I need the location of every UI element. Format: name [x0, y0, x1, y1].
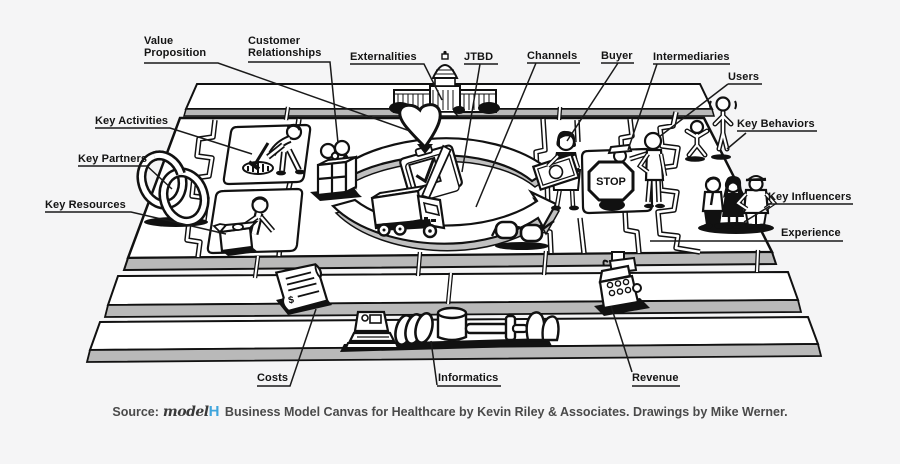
label-key-activities: Key Activities [95, 115, 169, 127]
label-users: Users [728, 71, 760, 83]
coiled-cord-icon [394, 312, 434, 346]
label-key-behaviors: Key Behaviors [737, 118, 815, 130]
label-customer-relationships: Customer Relationships [248, 35, 322, 60]
label-intermediaries: Intermediaries [653, 51, 730, 63]
partner-rings-icon [136, 150, 210, 227]
informatics-devices-icon [340, 306, 560, 352]
jumping-figures-icon [684, 96, 737, 162]
label-channels: Channels [527, 50, 578, 62]
label-value-proposition: Value Proposition [144, 35, 207, 60]
label-revenue: Revenue [632, 372, 679, 384]
delivery-truck-icon [370, 184, 446, 239]
label-key-resources: Key Resources [45, 199, 126, 211]
label-lines [45, 61, 853, 387]
stop-sign-text: STOP [596, 176, 626, 188]
users-figure-icon [636, 131, 668, 209]
modelh-logo: model [162, 404, 209, 420]
label-externalities: Externalities [350, 51, 417, 63]
source-text: Business Model Canvas for Healthcare by … [224, 405, 788, 419]
source-prefix: Source: [112, 405, 159, 419]
receipt-dollar-text: $ [287, 295, 295, 307]
label-informatics: Informatics [438, 372, 499, 384]
label-buyer: Buyer [601, 50, 633, 62]
buyer-woman-money-icon [531, 130, 582, 211]
source-attribution: Source:modelH Business Model Canvas for … [0, 403, 900, 420]
cash-register-icon [594, 251, 650, 316]
heart-icon [398, 103, 442, 154]
modelh-logo-h: H [208, 403, 220, 420]
box-person-icon [212, 196, 276, 256]
gift-icon [310, 139, 362, 201]
phone-gadget-icon [436, 306, 560, 342]
influencers-trio-icon [698, 175, 778, 234]
label-key-partners: Key Partners [78, 153, 148, 165]
puzzle-tabs [252, 106, 761, 305]
costs-receipt-icon: $ [274, 263, 332, 315]
raking-person-icon [242, 123, 305, 176]
laptop-icon [344, 310, 400, 349]
label-costs: Costs [257, 372, 289, 384]
label-key-influencers: Key Influencers [768, 191, 852, 203]
label-jtbd: JTBD [464, 51, 494, 63]
sunglasses-icon [490, 220, 555, 250]
label-experience: Experience [781, 227, 841, 239]
